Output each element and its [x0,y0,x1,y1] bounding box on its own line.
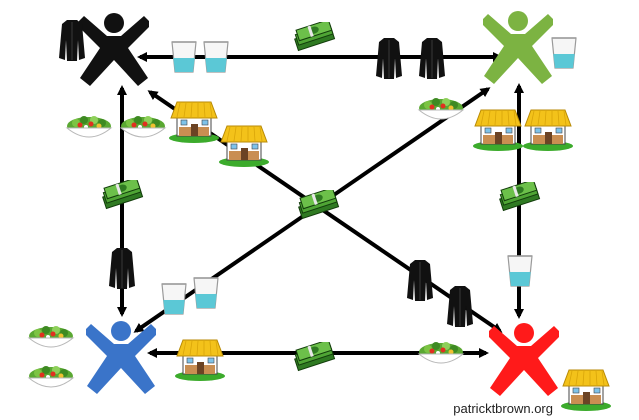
credit-text: patricktbrown.org [453,401,553,416]
house-icon [168,101,220,144]
house-icon [218,125,270,168]
salad-bowl-icon [28,365,74,388]
money-stack-icon [296,190,340,219]
money-stack-icon [100,180,144,209]
water-glass-icon [507,255,533,287]
house-icon [174,339,226,382]
house-icon [472,109,524,152]
salad-bowl-icon [28,325,74,348]
salad-bowl-icon [66,115,112,138]
salad-bowl-icon [418,341,464,364]
house-icon [522,109,574,152]
jacket-icon [406,259,434,302]
person-green-icon [483,11,553,84]
water-glass-icon [161,283,187,315]
water-glass-icon [551,37,577,69]
person-blue-icon [86,321,156,394]
water-glass-icon [171,41,197,73]
jacket-icon [375,37,403,80]
jacket-icon [418,37,446,80]
salad-bowl-icon [120,115,166,138]
house-icon [560,369,612,412]
person-red-icon [489,323,559,396]
jacket-icon [58,19,86,62]
person-black-icon [79,13,149,86]
salad-bowl-icon [418,97,464,120]
jacket-icon [446,285,474,328]
money-stack-icon [497,182,541,211]
water-glass-icon [193,277,219,309]
jacket-icon [108,247,136,290]
money-stack-icon [292,342,336,371]
water-glass-icon [203,41,229,73]
money-stack-icon [292,22,336,51]
